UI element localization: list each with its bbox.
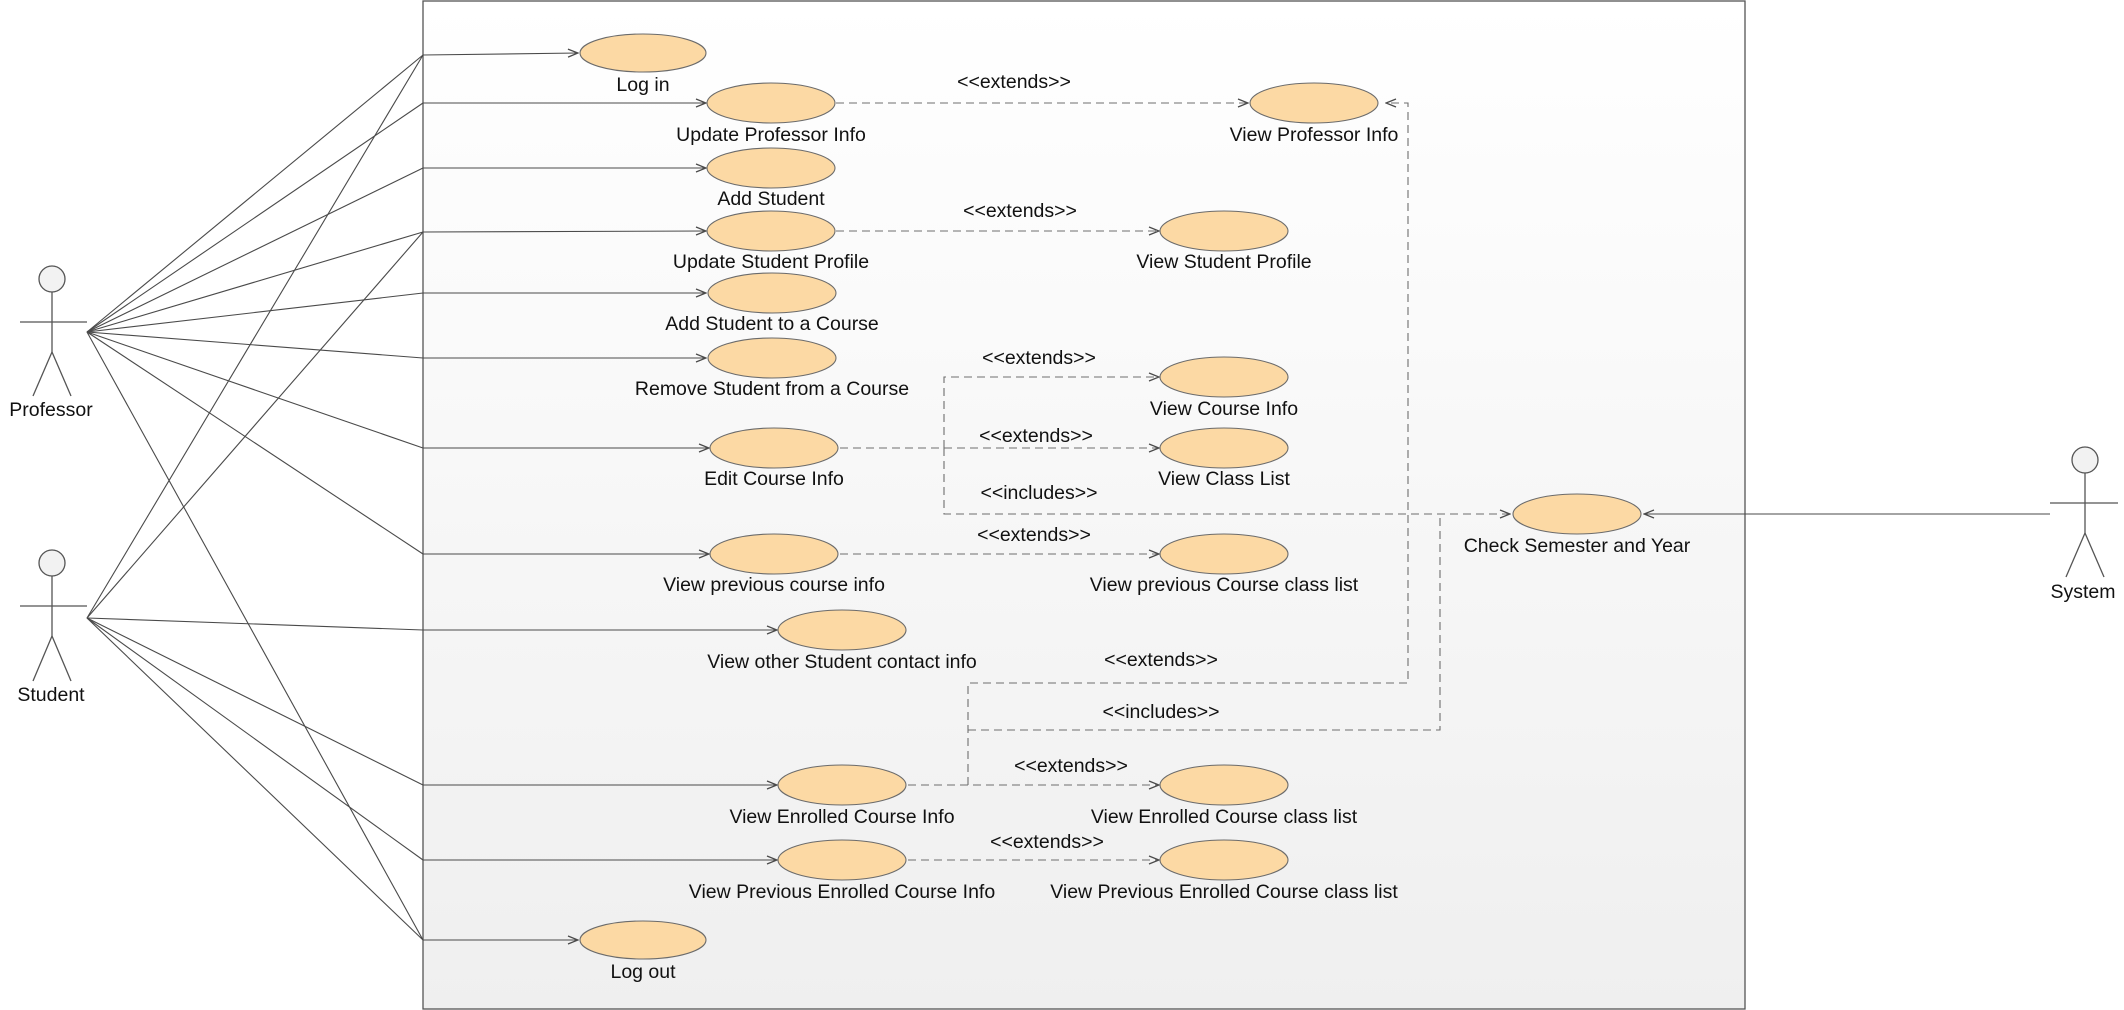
use-case-check-semester-year[interactable]: Check Semester and Year xyxy=(1464,493,1691,557)
svg-text:View previous course info: View previous course info xyxy=(663,574,885,596)
actor-head-icon xyxy=(38,549,66,577)
actor-head-icon xyxy=(2071,446,2099,474)
actor-label: Professor xyxy=(9,399,93,421)
use-case-view-previous-course-class-list[interactable]: View previous Course class list xyxy=(1090,533,1359,596)
actor-professor[interactable]: Professor xyxy=(9,265,93,421)
svg-text:View Previous Enrolled Course: View Previous Enrolled Course Info xyxy=(689,881,996,903)
label-extends: <<extends>> xyxy=(977,524,1091,546)
use-case-update-student-profile[interactable]: Update Student Profile xyxy=(673,210,869,273)
relationship-labels: <<extends>> <<extends>> <<extends>> <<ex… xyxy=(957,71,1219,853)
actor-system[interactable]: System xyxy=(2050,446,2118,603)
use-case-remove-student-from-course[interactable]: Remove Student from a Course xyxy=(635,337,909,400)
label-extends: <<extends>> xyxy=(982,347,1096,369)
use-case-view-course-info[interactable]: View Course Info xyxy=(1150,356,1298,420)
use-case-view-student-profile[interactable]: View Student Profile xyxy=(1136,210,1312,273)
actor-student[interactable]: Student xyxy=(17,549,87,706)
use-case-view-professor-info[interactable]: View Professor Info xyxy=(1230,82,1399,146)
use-case-update-professor-info[interactable]: Update Professor Info xyxy=(676,82,866,146)
label-extends: <<extends>> xyxy=(963,200,1077,222)
svg-text:Update Professor Info: Update Professor Info xyxy=(676,124,866,146)
svg-text:View Previous Enrolled Course: View Previous Enrolled Course class list xyxy=(1050,881,1398,903)
svg-text:Remove Student from a Course: Remove Student from a Course xyxy=(635,378,909,400)
dashed-relationships xyxy=(836,103,1510,860)
label-includes: <<includes>> xyxy=(1102,701,1219,723)
svg-text:Log out: Log out xyxy=(610,961,676,983)
svg-text:View Enrolled Course Info: View Enrolled Course Info xyxy=(729,806,954,828)
svg-text:View Student Profile: View Student Profile xyxy=(1136,251,1311,273)
association-lines xyxy=(86,54,424,941)
use-case-view-previous-course-info[interactable]: View previous course info xyxy=(663,533,885,596)
svg-text:View Enrolled Course class lis: View Enrolled Course class list xyxy=(1091,806,1358,828)
actor-label: System xyxy=(2050,581,2115,603)
label-extends: <<extends>> xyxy=(957,71,1071,93)
label-extends: <<extends>> xyxy=(1014,755,1128,777)
svg-text:View previous Course class lis: View previous Course class list xyxy=(1090,574,1359,596)
svg-text:View Professor Info: View Professor Info xyxy=(1230,124,1399,146)
use-case-edit-course-info[interactable]: Edit Course Info xyxy=(704,427,844,490)
label-extends: <<extends>> xyxy=(990,831,1104,853)
svg-text:Update Student Profile: Update Student Profile xyxy=(673,251,869,273)
svg-text:View Class List: View Class List xyxy=(1158,468,1290,490)
label-includes: <<includes>> xyxy=(980,482,1097,504)
label-extends: <<extends>> xyxy=(1104,649,1218,671)
use-case-view-class-list[interactable]: View Class List xyxy=(1158,427,1291,490)
actor-label: Student xyxy=(17,684,85,706)
svg-text:Add Student to a Course: Add Student to a Course xyxy=(665,313,879,335)
svg-text:View other Student contact inf: View other Student contact info xyxy=(707,651,977,673)
use-case-add-student[interactable]: Add Student xyxy=(706,147,836,210)
svg-text:Check Semester and Year: Check Semester and Year xyxy=(1464,535,1691,557)
use-case-log-in[interactable]: Log in xyxy=(579,33,707,96)
association-arrows xyxy=(422,53,2050,940)
svg-text:View Course Info: View Course Info xyxy=(1150,398,1298,420)
use-case-view-previous-enrolled-course-info[interactable]: View Previous Enrolled Course Info xyxy=(689,839,996,903)
use-case-view-other-student-contact[interactable]: View other Student contact info xyxy=(707,609,977,673)
use-case-view-enrolled-course-class-list[interactable]: View Enrolled Course class list xyxy=(1091,764,1358,828)
use-case-view-enrolled-course-info[interactable]: View Enrolled Course Info xyxy=(729,764,955,828)
svg-text:Edit Course Info: Edit Course Info xyxy=(704,468,844,490)
use-case-add-student-to-course[interactable]: Add Student to a Course xyxy=(665,272,879,335)
svg-text:Log in: Log in xyxy=(616,74,669,96)
label-extends: <<extends>> xyxy=(979,425,1093,447)
actor-head-icon xyxy=(38,265,66,293)
svg-text:Add Student: Add Student xyxy=(717,188,825,210)
use-cases: Log in Update Professor Info View Profes… xyxy=(579,33,1691,983)
use-case-log-out[interactable]: Log out xyxy=(579,920,707,983)
use-case-view-previous-enrolled-course-class-list[interactable]: View Previous Enrolled Course class list xyxy=(1050,839,1398,903)
